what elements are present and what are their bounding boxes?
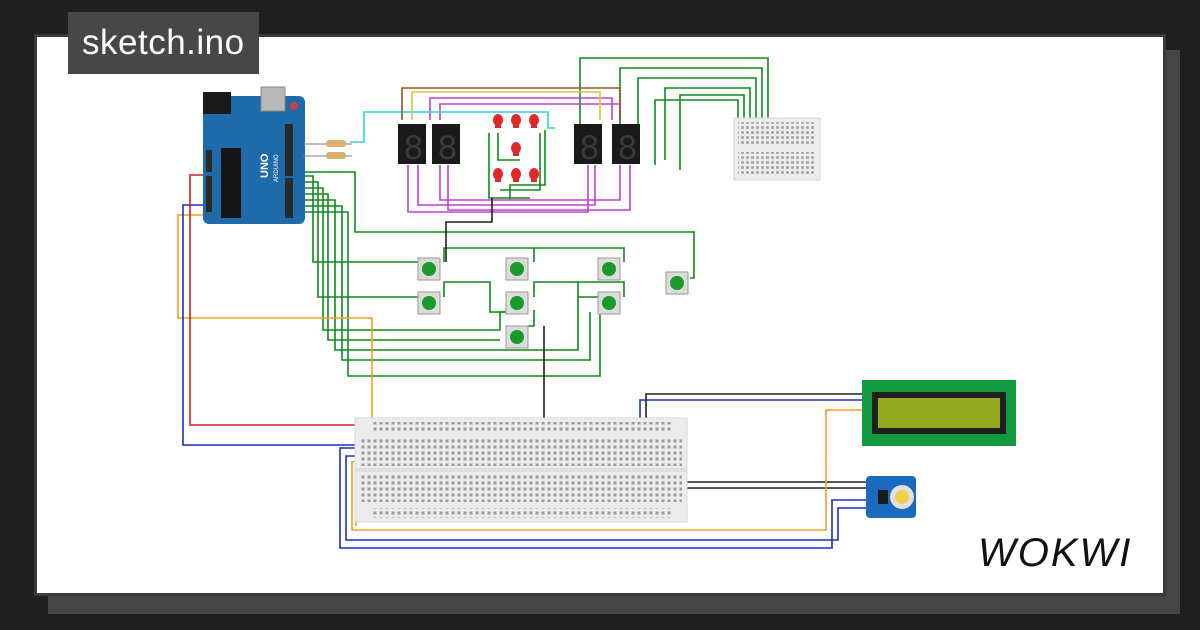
led bbox=[493, 168, 503, 182]
seven-segment-display-2[interactable]: 8 bbox=[432, 124, 460, 167]
push-button bbox=[505, 325, 529, 349]
reset-button bbox=[290, 102, 298, 110]
led-cluster[interactable] bbox=[493, 114, 539, 182]
push-button bbox=[665, 271, 689, 295]
red-wires bbox=[189, 174, 372, 426]
push-buttons[interactable] bbox=[417, 257, 689, 349]
seven-segment-display-1[interactable]: 8 bbox=[398, 124, 426, 167]
svg-text:8: 8 bbox=[438, 129, 457, 167]
led bbox=[493, 114, 503, 128]
magenta-wires bbox=[407, 97, 631, 213]
mini-breadboard[interactable] bbox=[733, 117, 821, 181]
push-button bbox=[597, 291, 621, 315]
wokwi-logo[interactable]: WOKWI bbox=[974, 522, 1152, 582]
atmega-chip bbox=[221, 148, 241, 218]
led bbox=[511, 168, 521, 182]
wokwi-logo-art: WOKWI bbox=[978, 531, 1132, 575]
cyan-wire bbox=[350, 111, 555, 143]
resistors[interactable] bbox=[303, 140, 352, 159]
push-button bbox=[505, 257, 529, 281]
usb-port bbox=[260, 86, 286, 112]
svg-text:8: 8 bbox=[404, 129, 423, 167]
led bbox=[529, 114, 539, 128]
push-button bbox=[597, 257, 621, 281]
svg-text:8: 8 bbox=[580, 129, 599, 167]
lcd-display[interactable] bbox=[862, 380, 1016, 446]
main-breadboard[interactable] bbox=[354, 417, 688, 523]
push-button bbox=[505, 291, 529, 315]
push-button bbox=[417, 291, 441, 315]
seven-segment-display-4[interactable]: 8 bbox=[612, 124, 640, 167]
green-wires bbox=[303, 57, 769, 377]
power-jack bbox=[203, 92, 231, 114]
led bbox=[511, 142, 521, 156]
svg-text:WOKWI: WOKWI bbox=[978, 531, 1132, 575]
seven-segment-display-3[interactable]: 8 bbox=[574, 124, 602, 167]
arduino-uno-board[interactable]: UNO ARDUINO bbox=[203, 86, 305, 224]
led bbox=[511, 114, 521, 128]
rtc-module[interactable] bbox=[866, 476, 916, 518]
arduino-brand-label: ARDUINO bbox=[274, 154, 280, 182]
project-title[interactable]: sketch.ino bbox=[68, 12, 259, 74]
svg-text:8: 8 bbox=[618, 129, 637, 167]
push-button bbox=[417, 257, 441, 281]
led bbox=[529, 168, 539, 182]
arduino-uno-label: UNO bbox=[259, 153, 271, 178]
